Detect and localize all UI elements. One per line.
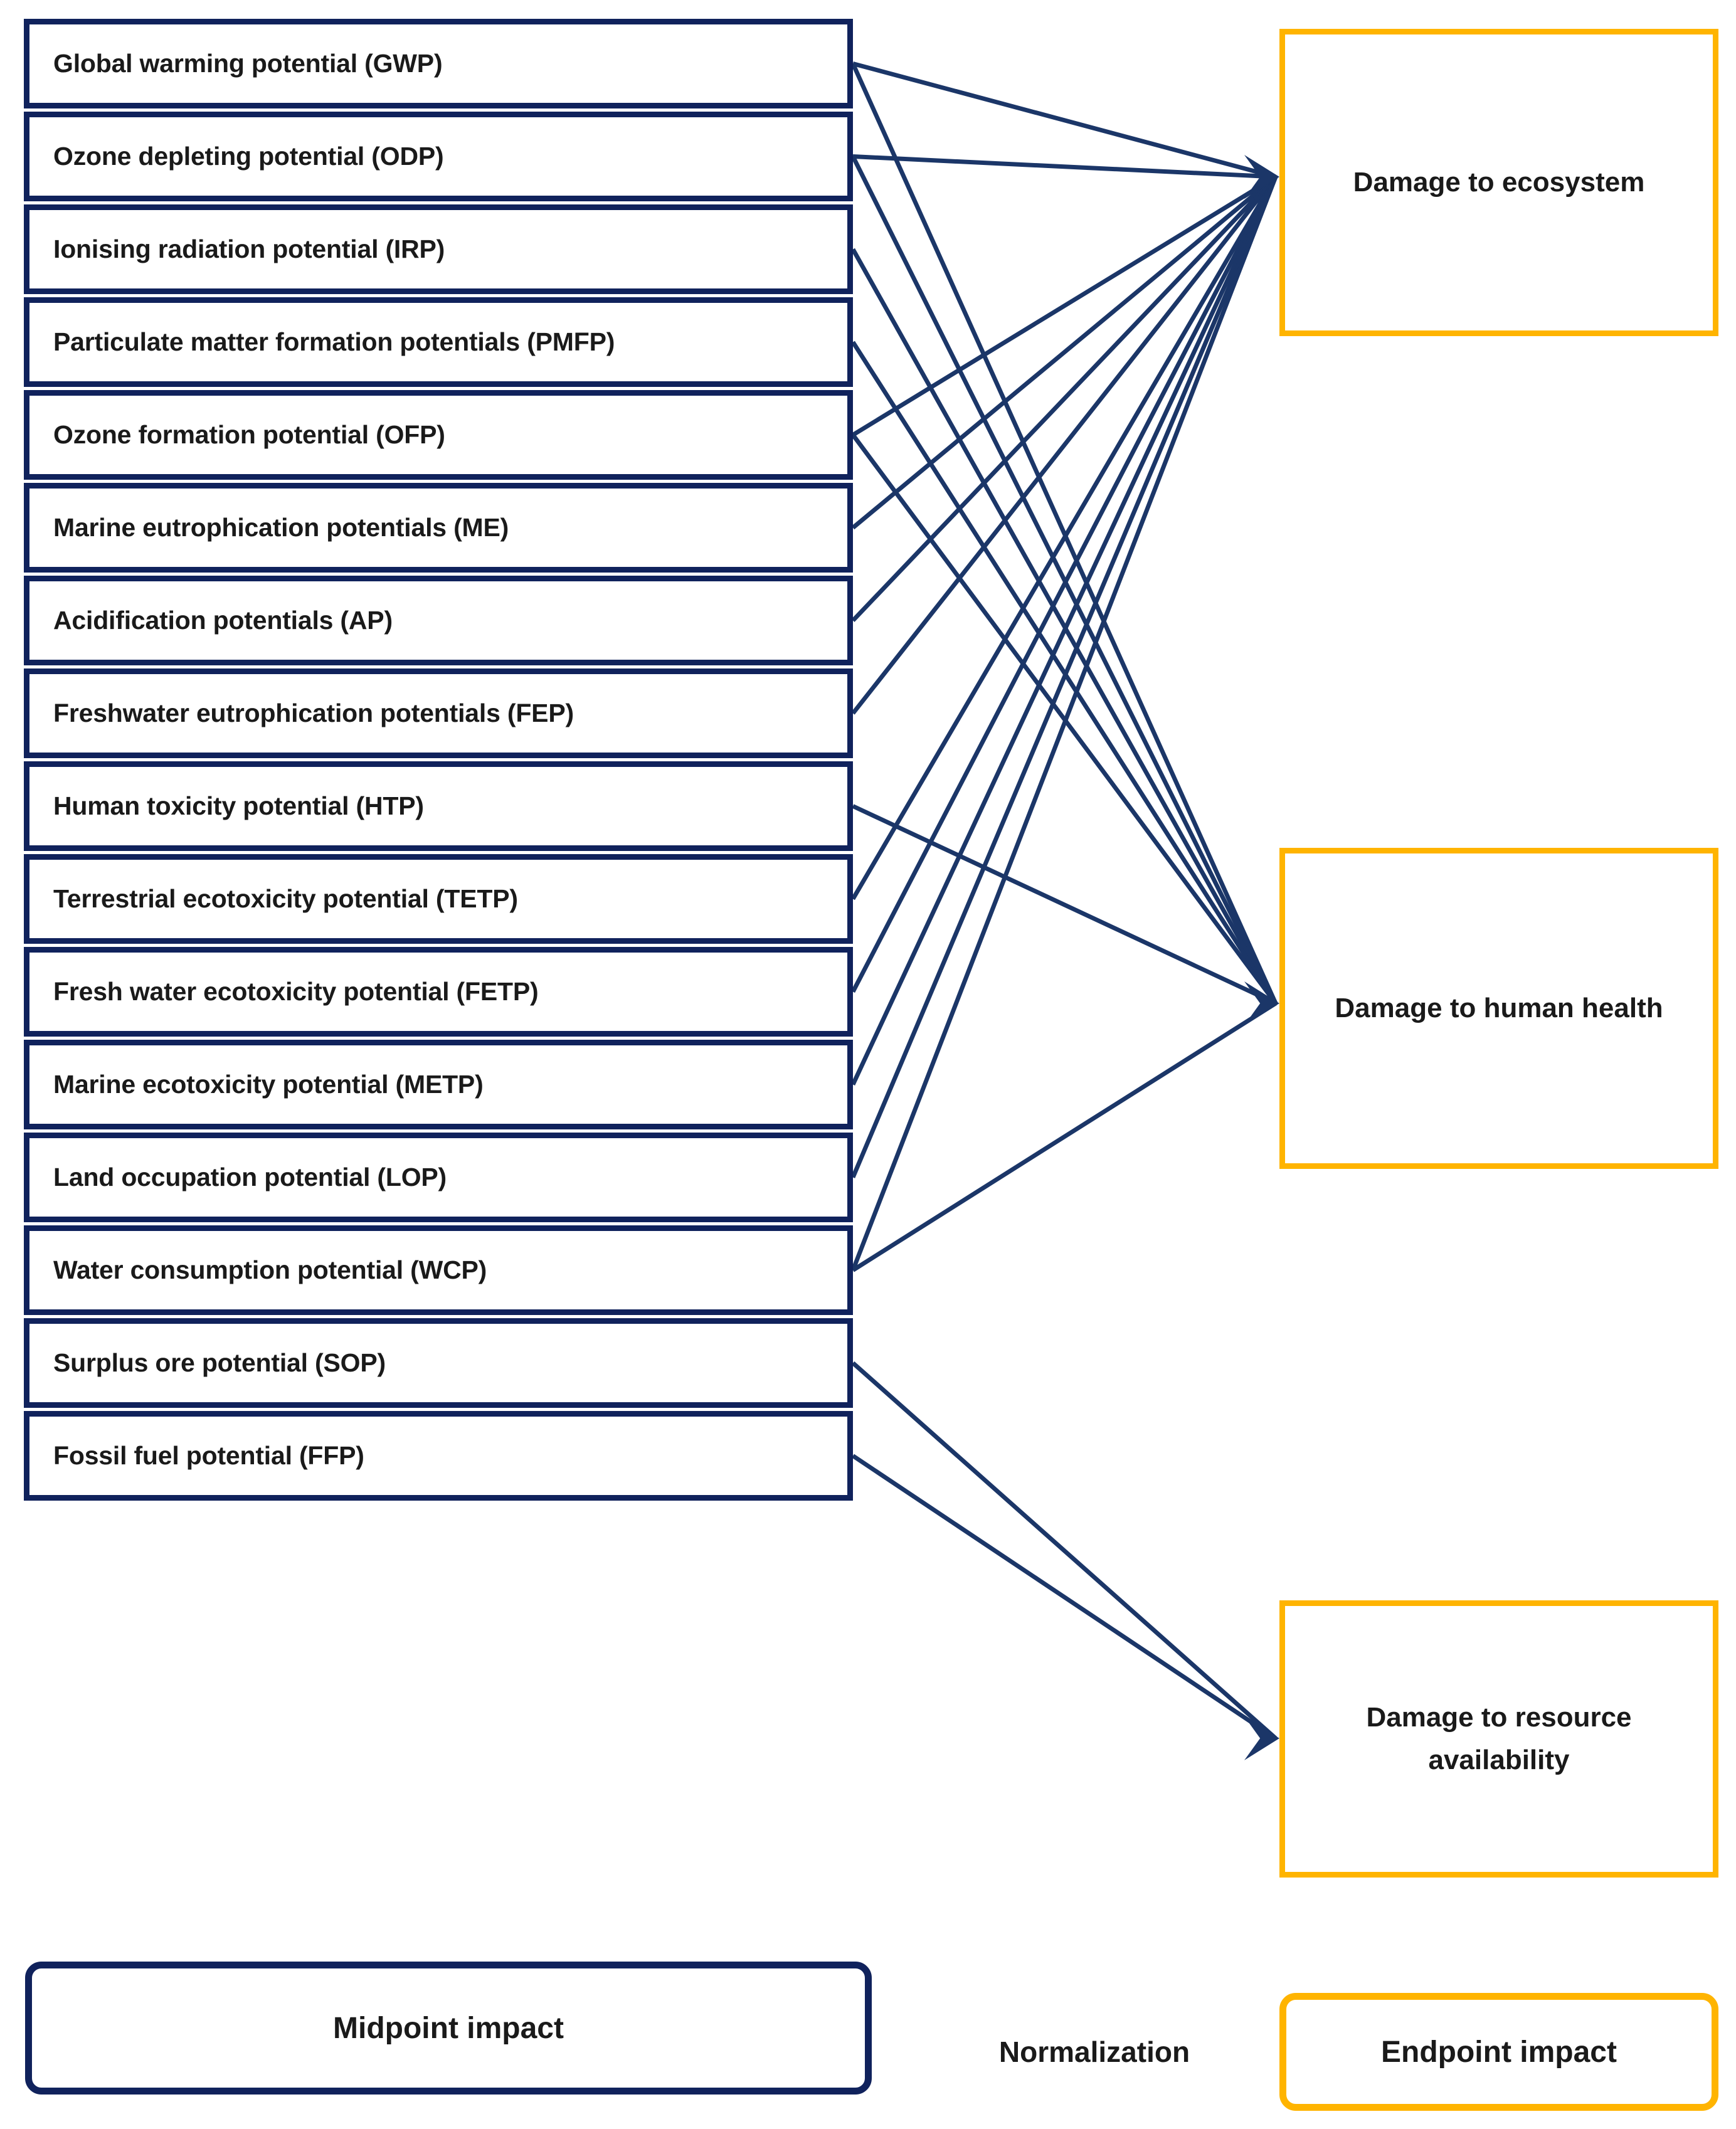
midpoint-label-tetp: Terrestrial ecotoxicity potential (TETP) bbox=[53, 884, 518, 913]
midpoint-box-me[interactable]: Marine eutrophication potentials (ME) bbox=[24, 483, 853, 573]
legend-midpoint-label: Midpoint impact bbox=[333, 2011, 564, 2045]
midpoint-box-metp[interactable]: Marine ecotoxicity potential (METP) bbox=[24, 1040, 853, 1129]
midpoint-box-odp[interactable]: Ozone depleting potential (ODP) bbox=[24, 112, 853, 201]
midpoint-label-irp: Ionising radiation potential (IRP) bbox=[53, 235, 445, 263]
midpoint-label-wcp: Water consumption potential (WCP) bbox=[53, 1255, 487, 1284]
midpoint-label-pmfp: Particulate matter formation potentials … bbox=[53, 327, 615, 356]
midpoint-label-ffp: Fossil fuel potential (FFP) bbox=[53, 1441, 364, 1470]
endpoint-box-human-health[interactable]: Damage to human health bbox=[1279, 848, 1718, 1169]
midpoint-label-ofp: Ozone formation potential (OFP) bbox=[53, 420, 445, 449]
midpoint-box-wcp[interactable]: Water consumption potential (WCP) bbox=[24, 1225, 853, 1315]
endpoint-box-ecosystem[interactable]: Damage to ecosystem bbox=[1279, 29, 1718, 336]
midpoint-label-gwp: Global warming potential (GWP) bbox=[53, 49, 443, 78]
midpoint-label-me: Marine eutrophication potentials (ME) bbox=[53, 513, 509, 542]
legend-endpoint-impact: Endpoint impact bbox=[1279, 1993, 1718, 2111]
legend-endpoint-label: Endpoint impact bbox=[1381, 2035, 1617, 2069]
midpoint-label-metp: Marine ecotoxicity potential (METP) bbox=[53, 1070, 484, 1099]
midpoint-box-ffp[interactable]: Fossil fuel potential (FFP) bbox=[24, 1411, 853, 1501]
midpoint-box-sop[interactable]: Surplus ore potential (SOP) bbox=[24, 1318, 853, 1408]
midpoint-box-fetp[interactable]: Fresh water ecotoxicity potential (FETP) bbox=[24, 947, 853, 1037]
midpoint-box-irp[interactable]: Ionising radiation potential (IRP) bbox=[24, 204, 853, 294]
legend-normalization-label: Normalization bbox=[998, 2036, 1190, 2068]
endpoint-box-resource-availability[interactable]: Damage to resource availability bbox=[1279, 1600, 1718, 1878]
midpoint-label-fep: Freshwater eutrophication potentials (FE… bbox=[53, 699, 574, 727]
midpoint-label-htp: Human toxicity potential (HTP) bbox=[53, 791, 424, 820]
legend-midpoint-impact: Midpoint impact bbox=[25, 1962, 872, 2095]
midpoint-label-sop: Surplus ore potential (SOP) bbox=[53, 1348, 386, 1377]
midpoint-box-fep[interactable]: Freshwater eutrophication potentials (FE… bbox=[24, 668, 853, 758]
midpoint-box-lop[interactable]: Land occupation potential (LOP) bbox=[24, 1133, 853, 1222]
midpoint-label-lop: Land occupation potential (LOP) bbox=[53, 1163, 447, 1191]
midpoint-label-fetp: Fresh water ecotoxicity potential (FETP) bbox=[53, 977, 539, 1006]
midpoint-label-odp: Ozone depleting potential (ODP) bbox=[53, 142, 444, 171]
midpoint-box-gwp[interactable]: Global warming potential (GWP) bbox=[24, 19, 853, 108]
midpoint-box-ofp[interactable]: Ozone formation potential (OFP) bbox=[24, 390, 853, 480]
midpoint-box-ap[interactable]: Acidification potentials (AP) bbox=[24, 576, 853, 665]
midpoint-box-pmfp[interactable]: Particulate matter formation potentials … bbox=[24, 297, 853, 387]
endpoint-label-ecosystem: Damage to ecosystem bbox=[1353, 166, 1645, 198]
midpoint-label-ap: Acidification potentials (AP) bbox=[53, 606, 393, 635]
midpoint-box-tetp[interactable]: Terrestrial ecotoxicity potential (TETP) bbox=[24, 854, 853, 944]
endpoint-label-resource-availability: Damage to resource availability bbox=[1366, 1701, 1632, 1775]
endpoint-label-human-health: Damage to human health bbox=[1335, 992, 1663, 1023]
midpoint-box-htp[interactable]: Human toxicity potential (HTP) bbox=[24, 761, 853, 851]
